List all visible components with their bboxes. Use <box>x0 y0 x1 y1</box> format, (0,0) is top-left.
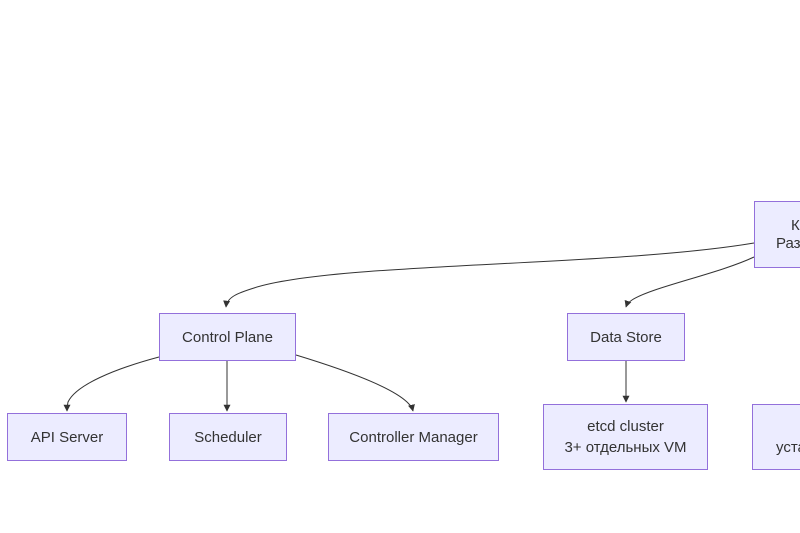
node-etcd-cluster-label-line1: etcd cluster <box>587 418 664 435</box>
node-scheduler: Scheduler <box>169 413 287 461</box>
node-etcd-cluster-label-line2: 3+ отдельных VM <box>564 439 687 456</box>
node-control-plane: Control Plane <box>159 313 296 361</box>
node-root-label-line2: Раз <box>776 235 800 252</box>
node-data-store: Data Store <box>567 313 685 361</box>
node-controller-manager-label: Controller Manager <box>349 428 478 446</box>
node-root-label-line1: К <box>791 217 800 234</box>
node-install: уста <box>752 404 800 470</box>
edge-root-to-data-store <box>624 256 755 308</box>
node-install-label-line1: уста <box>776 439 800 456</box>
node-controller-manager: Controller Manager <box>328 413 499 461</box>
node-etcd-cluster: etcd cluster 3+ отдельных VM <box>543 404 708 470</box>
edge-root-to-control-plane <box>223 242 755 308</box>
edge-control-plane-to-controller-manager <box>295 354 415 412</box>
node-api-server: API Server <box>7 413 127 461</box>
node-root: К Раз <box>754 201 800 268</box>
node-control-plane-label: Control Plane <box>182 328 273 346</box>
node-api-server-label: API Server <box>30 428 104 446</box>
node-data-store-label: Data Store <box>590 328 662 346</box>
edge-control-plane-to-api-server <box>63 356 160 412</box>
node-scheduler-label: Scheduler <box>194 428 262 446</box>
